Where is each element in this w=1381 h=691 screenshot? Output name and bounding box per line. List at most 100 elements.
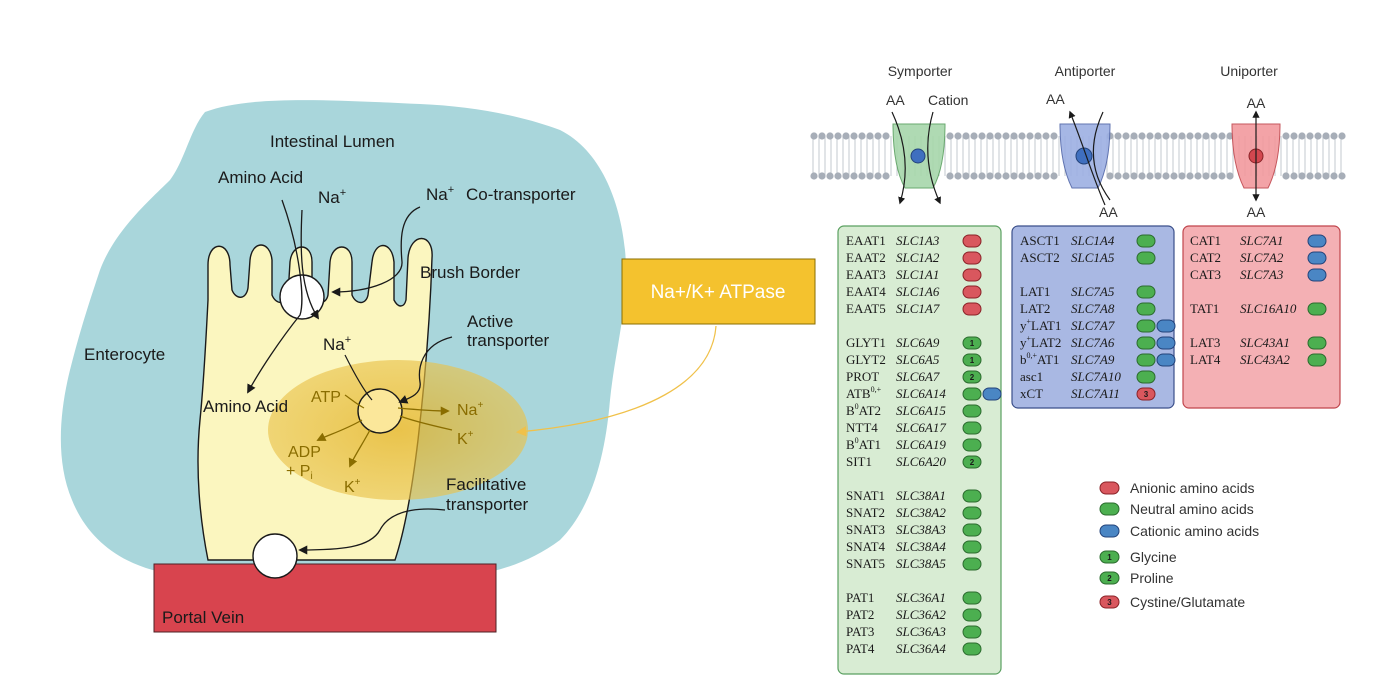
transporter-name: TAT1 xyxy=(1190,301,1219,316)
gene-name: SLC6A7 xyxy=(896,369,940,384)
transporter-name: EAAT3 xyxy=(846,267,886,282)
lipid-head xyxy=(1314,132,1322,140)
gene-name: SLC7A5 xyxy=(1071,284,1115,299)
transporter-name: LAT2 xyxy=(1020,301,1050,316)
anionic-swatch xyxy=(1099,481,1120,495)
proline-pill xyxy=(962,455,982,469)
gene-name: SLC7A10 xyxy=(1071,369,1121,384)
lipid-head xyxy=(1338,172,1346,180)
legend-label: Anionic amino acids xyxy=(1130,480,1255,496)
pill-number: 2 xyxy=(970,458,975,467)
neutral-pill xyxy=(962,523,982,537)
gene-name: SLC7A8 xyxy=(1071,301,1115,316)
lipid-head xyxy=(954,172,962,180)
lipid-head xyxy=(858,132,866,140)
lipid-head xyxy=(866,172,874,180)
transporter-name: y+LAT2 xyxy=(1020,334,1061,350)
neutral-pill xyxy=(962,404,982,418)
cystine-pill xyxy=(1136,387,1156,401)
proline-pill xyxy=(962,370,982,384)
lipid-head xyxy=(826,132,834,140)
antiporter-panel xyxy=(1011,225,1175,409)
gene-name: SLC6A17 xyxy=(896,420,946,435)
lipid-head xyxy=(818,172,826,180)
lipid-head xyxy=(1186,172,1194,180)
anionic-pill xyxy=(962,268,982,282)
lipid-head xyxy=(962,132,970,140)
uniporter-panel xyxy=(1182,225,1341,409)
gene-name: SLC6A19 xyxy=(896,437,946,452)
neutral-pill xyxy=(1136,370,1156,384)
gene-name: SLC38A4 xyxy=(896,539,946,554)
facilitative-transporter-circle xyxy=(252,533,298,579)
amino-acid-entry-arrow xyxy=(247,199,303,394)
legend-label: Neutral amino acids xyxy=(1130,501,1254,517)
na-entry-arrow xyxy=(300,209,319,320)
transporter-name: LAT1 xyxy=(1020,284,1050,299)
cationic-swatch xyxy=(1099,524,1120,538)
gene-name: SLC38A5 xyxy=(896,556,946,571)
lipid-head xyxy=(1042,132,1050,140)
lipid-head xyxy=(1138,172,1146,180)
legend-item: Cationic amino acids xyxy=(1099,523,1259,539)
lipid-head xyxy=(1306,172,1314,180)
amino-acid-top-label: Amino Acid xyxy=(218,168,303,187)
lipid-head xyxy=(1314,172,1322,180)
transporter-name: SNAT3 xyxy=(846,522,885,537)
lipid-head xyxy=(1290,172,1298,180)
transporter-name: EAAT5 xyxy=(846,301,886,316)
cystine-swatch xyxy=(1099,595,1120,609)
gene-name: SLC7A6 xyxy=(1071,335,1115,350)
lipid-head xyxy=(850,172,858,180)
lipid-head xyxy=(1018,172,1026,180)
transporter-name: EAAT2 xyxy=(846,250,886,265)
transporter-name: CAT3 xyxy=(1190,267,1221,282)
legend-label: Glycine xyxy=(1130,549,1177,565)
lipid-head xyxy=(1210,172,1218,180)
symporter-panel xyxy=(837,225,1002,675)
lipid-head xyxy=(1106,172,1114,180)
gene-name: SLC1A4 xyxy=(1071,233,1115,248)
lipid-head xyxy=(834,172,842,180)
k-right-label: K+ xyxy=(457,429,474,448)
gene-name: SLC7A9 xyxy=(1071,352,1115,367)
antiporter-protein xyxy=(1059,110,1111,206)
cationic-pill xyxy=(1307,251,1327,265)
lipid-head xyxy=(1138,132,1146,140)
lipid-head xyxy=(1042,172,1050,180)
lipid-head xyxy=(826,172,834,180)
gene-name: SLC6A5 xyxy=(896,352,940,367)
gene-name: SLC7A3 xyxy=(1240,267,1284,282)
glycine-pill xyxy=(962,353,982,367)
transporter-name: GLYT2 xyxy=(846,352,886,367)
gene-name: SLC38A3 xyxy=(896,522,946,537)
gene-name: SLC6A20 xyxy=(896,454,946,469)
uniporter-header: Uniporter xyxy=(1220,63,1278,79)
lipid-head xyxy=(1050,132,1058,140)
anionic-pill xyxy=(962,285,982,299)
lipid-head xyxy=(1218,172,1226,180)
neutral-pill xyxy=(1307,353,1327,367)
lipid-head xyxy=(1026,132,1034,140)
neutral-pill xyxy=(962,506,982,520)
transporter-name: SNAT4 xyxy=(846,539,886,554)
transporter-name: PAT2 xyxy=(846,607,874,622)
active-transporter-label-2: transporter xyxy=(467,331,550,350)
neutral-pill xyxy=(962,387,982,401)
lipid-head xyxy=(1330,172,1338,180)
transporter-row: CAT3 SLC7A3 xyxy=(1190,267,1327,282)
